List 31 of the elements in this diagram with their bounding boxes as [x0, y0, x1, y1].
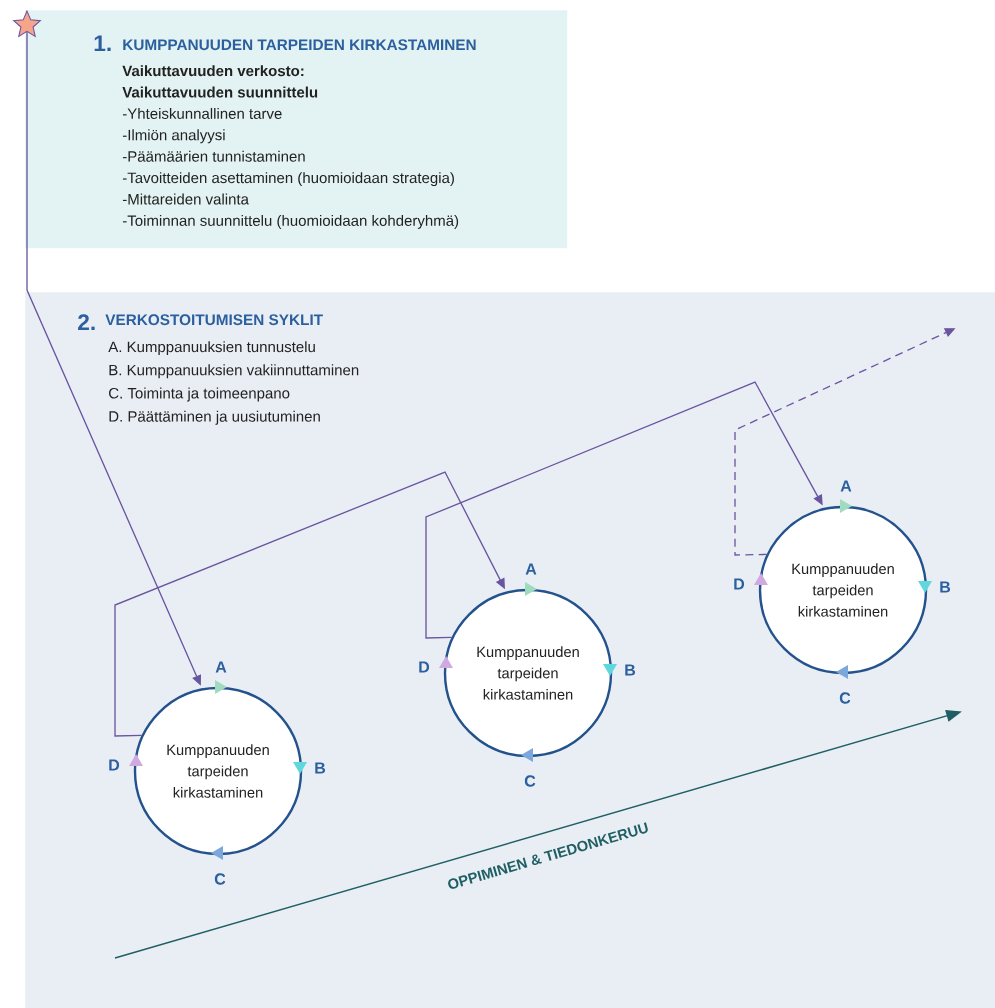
step-letter: A: [840, 480, 852, 492]
step-letter: D: [734, 578, 745, 590]
list-item: -Tavoitteiden asettaminen (huomioidaan strategia): [122, 172, 454, 187]
section-heading: VERKOSTOITUMISEN SYKLIT: [105, 314, 323, 326]
step-letter: C: [214, 873, 226, 885]
list-item: -Mittareiden valinta: [122, 193, 249, 205]
step-letter: B: [315, 762, 326, 774]
list-item: -Toiminnan suunnittelu (huomioidaan kohderyhmä): [122, 214, 459, 229]
list-item: A. Kumppanuuksien tunnustelu: [108, 341, 315, 356]
step-letter: A: [215, 661, 227, 673]
list-item: D. Päättäminen ja uusiutuminen: [109, 410, 320, 425]
step-letter: B: [940, 581, 951, 593]
subheading: Vaikuttavuuden verkosto:: [122, 65, 304, 77]
section-number: 1.: [94, 35, 111, 51]
step-letter: D: [419, 661, 430, 673]
section-heading: KUMPPANUUDEN TARPEIDEN KIRKASTAMINEN: [123, 39, 476, 51]
list-item: -Päämäärien tunnistaminen: [122, 150, 305, 162]
step-letter: D: [109, 759, 120, 771]
arrow: [114, 471, 505, 737]
arrow: [26, 31, 201, 686]
list-item: C. Toiminta ja toimeenpano: [109, 387, 290, 402]
section-number: 2.: [78, 314, 95, 330]
subheading: Vaikuttavuuden suunnittelu: [122, 86, 318, 98]
step-letter: B: [625, 664, 636, 676]
step-letter: C: [524, 775, 536, 787]
list-item: -Yhteiskunnallinen tarve: [122, 107, 282, 119]
arrow: [425, 381, 823, 639]
step-letter: C: [839, 692, 851, 704]
list-item: B. Kumppanuuksien vakiinnuttaminen: [109, 364, 359, 379]
step-letter: A: [525, 563, 537, 575]
list-item: -Ilmiön analyysi: [122, 129, 225, 144]
